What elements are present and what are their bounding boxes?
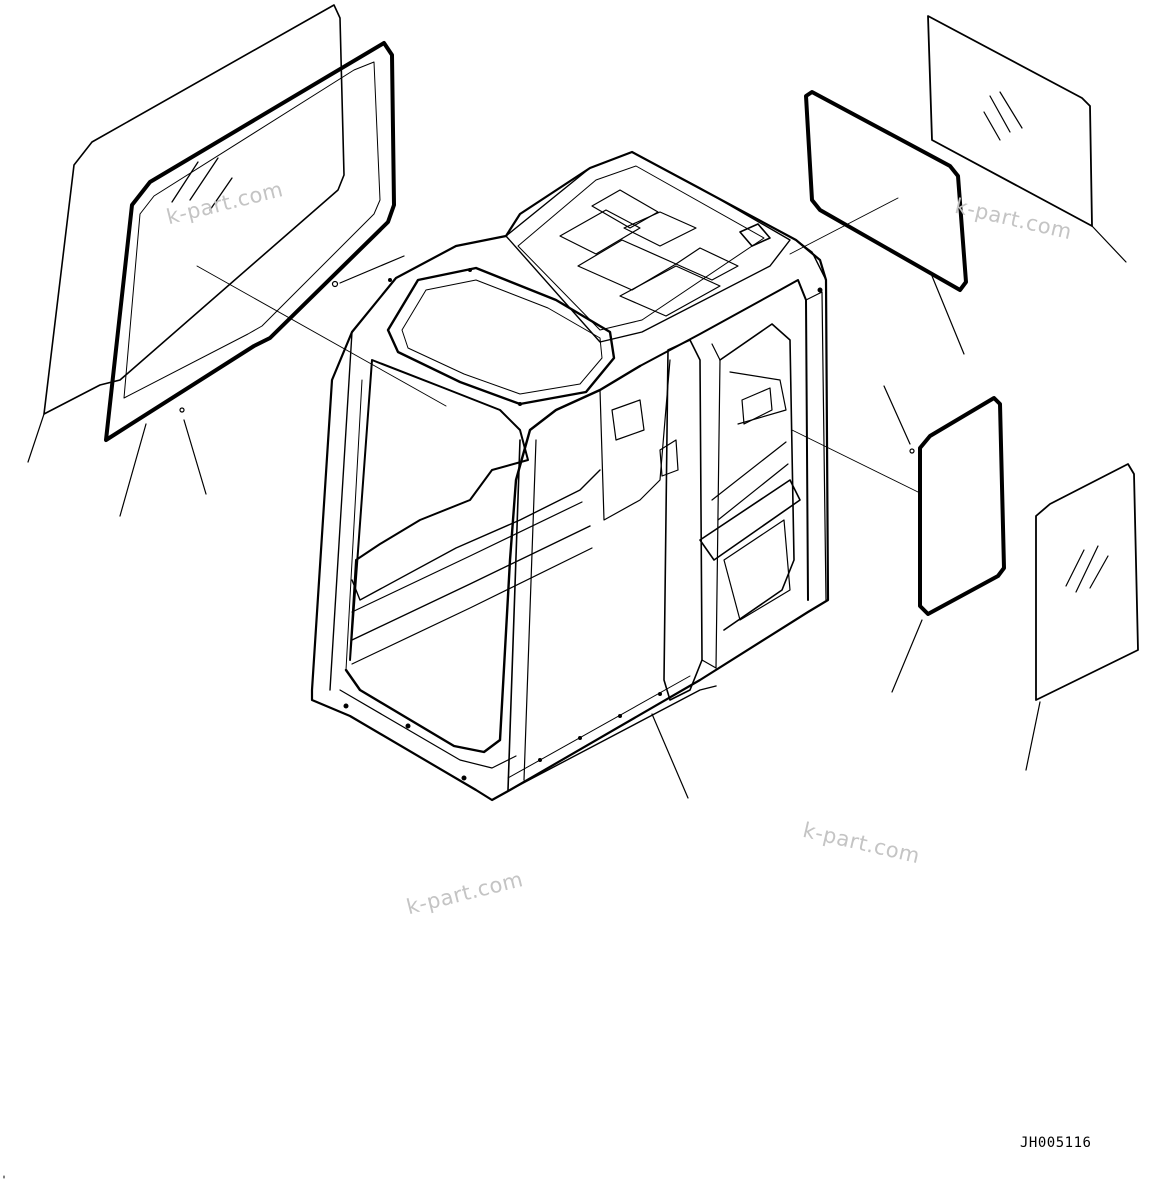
rear-glass-outer [927,15,1127,263]
cab-frame [310,150,830,802]
drawing-code-label: JH005116 [1020,1135,1092,1151]
rear-glass-with-seal [789,90,968,355]
door-lower-glass [1025,463,1139,771]
left-side-glass-outer [27,4,345,463]
door-upper-glass-with-seal [791,385,1006,693]
left-side-glass-inner-with-seal [104,41,447,517]
